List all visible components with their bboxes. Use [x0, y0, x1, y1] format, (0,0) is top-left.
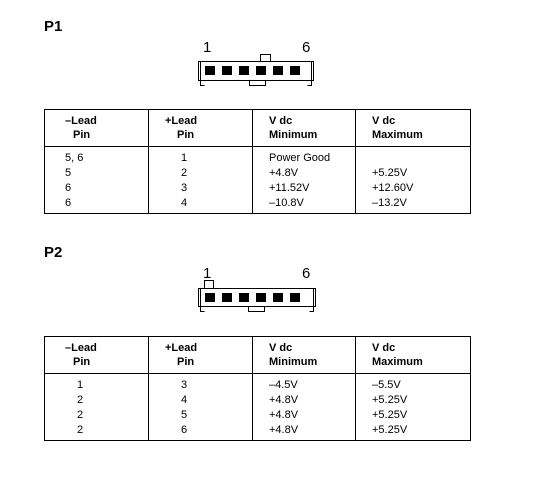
p1-cell-neg: 6	[44, 196, 149, 214]
table-row: 2 4 +4.8V +5.25V	[44, 393, 471, 408]
p2-pin-2	[222, 293, 232, 302]
p2-pin-4	[256, 293, 266, 302]
p1-cell-neg: 5, 6	[44, 146, 149, 166]
p2-cell-neg: 2	[44, 408, 149, 423]
p1-cell-pos: 1	[148, 146, 253, 166]
p2-cell-pos: 3	[148, 373, 253, 393]
table-row: 5, 6 1 Power Good	[44, 146, 471, 166]
p2-cell-pos: 4	[148, 393, 253, 408]
p2-pin-5	[273, 293, 283, 302]
p1-pin-6	[290, 66, 300, 75]
p2-pin-1	[205, 293, 215, 302]
p1-cell-pos: 2	[148, 166, 253, 181]
p2-cell-max: +5.25V	[355, 423, 471, 441]
table-row: 6 3 +11.52V +12.60V	[44, 181, 471, 196]
p1-cell-max: +5.25V	[355, 166, 471, 181]
p2-title: P2	[44, 244, 63, 261]
p1-cell-max: –13.2V	[355, 196, 471, 214]
p1-cell-min: +4.8V	[252, 166, 356, 181]
p2-cell-min: +4.8V	[252, 408, 356, 423]
p1-cell-neg: 6	[44, 181, 149, 196]
p2-cell-max: +5.25V	[355, 393, 471, 408]
p2-connector-diagram	[198, 280, 316, 312]
p1-cell-pos: 3	[148, 181, 253, 196]
p2-pin-1-label: 1	[203, 265, 212, 282]
table-row: 1 3 –4.5V –5.5V	[44, 373, 471, 393]
p1-pin-1-label: 1	[203, 39, 212, 56]
p1-cell-min: Power Good	[252, 146, 356, 166]
p2-pin-6-label: 6	[302, 265, 311, 282]
p1-pin-6-label: 6	[302, 39, 311, 56]
table-row: 2 6 +4.8V +5.25V	[44, 423, 471, 441]
p2-connector-latch	[248, 306, 265, 312]
p1-connector-latch	[249, 80, 266, 86]
p2-cell-neg: 2	[44, 423, 149, 441]
p1-pin-3	[239, 66, 249, 75]
p2-pin-6	[290, 293, 300, 302]
p2-cell-max: –5.5V	[355, 373, 471, 393]
p1-cell-min: –10.8V	[252, 196, 356, 214]
p1-cell-min: +11.52V	[252, 181, 356, 196]
p2-cell-min: +4.8V	[252, 423, 356, 441]
table-row: 2 5 +4.8V +5.25V	[44, 408, 471, 423]
p1-cell-neg: 5	[44, 166, 149, 181]
p1-pin-4	[256, 66, 266, 75]
p2-cell-neg: 1	[44, 373, 149, 393]
p2-cell-pos: 6	[148, 423, 253, 441]
p1-connector-key	[260, 54, 271, 62]
p2-cell-min: +4.8V	[252, 393, 356, 408]
p1-cell-max	[355, 146, 471, 166]
p2-cell-neg: 2	[44, 393, 149, 408]
p2-connector-key	[204, 280, 214, 289]
p2-cell-pos: 5	[148, 408, 253, 423]
p2-cell-max: +5.25V	[355, 408, 471, 423]
p1-pin-2	[222, 66, 232, 75]
p1-cell-max: +12.60V	[355, 181, 471, 196]
table-row: 5 2 +4.8V +5.25V	[44, 166, 471, 181]
p2-pin-3	[239, 293, 249, 302]
p1-cell-pos: 4	[148, 196, 253, 214]
p1-pin-1	[205, 66, 215, 75]
p1-connector-diagram	[198, 54, 314, 86]
table-row: 6 4 –10.8V –13.2V	[44, 196, 471, 214]
p1-pin-5	[273, 66, 283, 75]
p1-title: P1	[44, 18, 63, 35]
p2-cell-min: –4.5V	[252, 373, 356, 393]
